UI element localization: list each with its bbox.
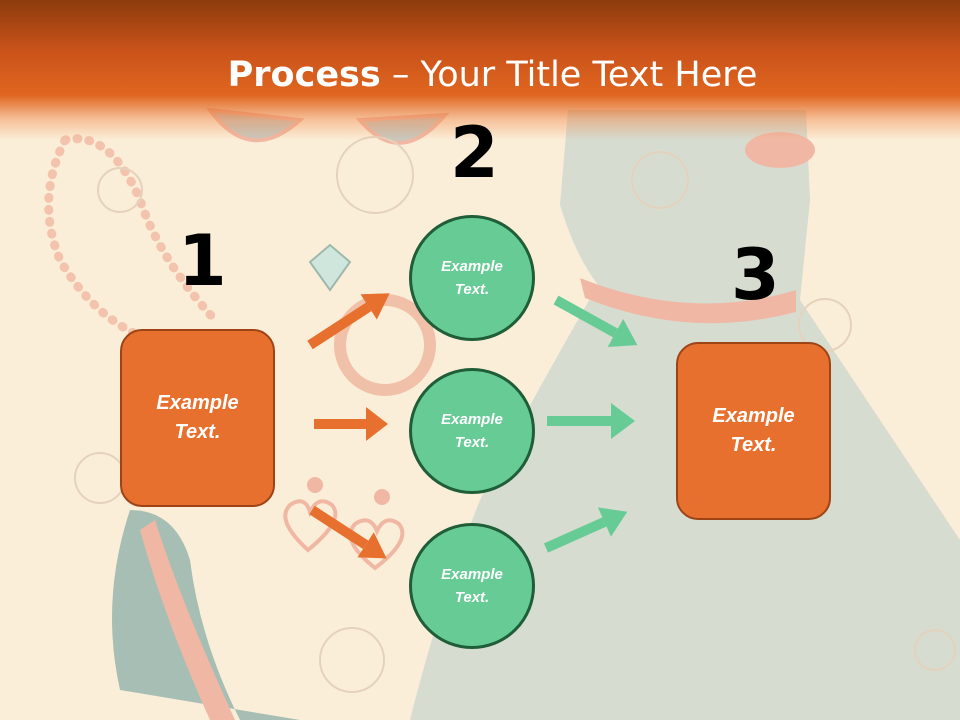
dress-neckline-flower bbox=[745, 132, 815, 168]
arrow-right-icon bbox=[309, 505, 387, 559]
heart-outline-icon bbox=[283, 499, 338, 553]
title-bold: Process bbox=[227, 55, 381, 95]
slide-title: Process – Your Title Text Here bbox=[0, 55, 960, 95]
earring-icon bbox=[374, 489, 390, 505]
shoe-heel bbox=[140, 520, 235, 720]
step-2-circle-middle[interactable]: Example Text. bbox=[409, 368, 535, 494]
title-bar bbox=[0, 0, 960, 140]
step-number-2: 2 bbox=[450, 112, 499, 194]
step-2-circle-bottom[interactable]: Example Text. bbox=[409, 523, 535, 649]
step-1-text: Example Text. bbox=[156, 392, 239, 443]
step-number-3: 3 bbox=[731, 234, 780, 316]
step-1-box[interactable]: Example Text. bbox=[120, 329, 275, 507]
arrow-right-icon bbox=[553, 295, 638, 347]
arrow-right-icon bbox=[307, 293, 390, 350]
step-number-1: 1 bbox=[178, 220, 227, 302]
step-3-box[interactable]: Example Text. bbox=[676, 342, 831, 520]
step-3-text: Example Text. bbox=[712, 405, 795, 456]
circle-text-top: Example Text. bbox=[441, 258, 503, 298]
title-rest: Your Title Text Here bbox=[420, 55, 758, 95]
earring-icon bbox=[307, 477, 323, 493]
arrow-right-icon bbox=[547, 403, 635, 439]
diamond-icon bbox=[308, 243, 352, 292]
title-dash: – bbox=[380, 55, 421, 95]
arrow-right-icon bbox=[314, 407, 388, 441]
circle-text-middle: Example Text. bbox=[441, 411, 503, 451]
dress-belt bbox=[580, 278, 796, 324]
circle-text-bottom: Example Text. bbox=[441, 566, 503, 606]
step-2-circle-top[interactable]: Example Text. bbox=[409, 215, 535, 341]
arrow-right-icon bbox=[543, 507, 628, 553]
